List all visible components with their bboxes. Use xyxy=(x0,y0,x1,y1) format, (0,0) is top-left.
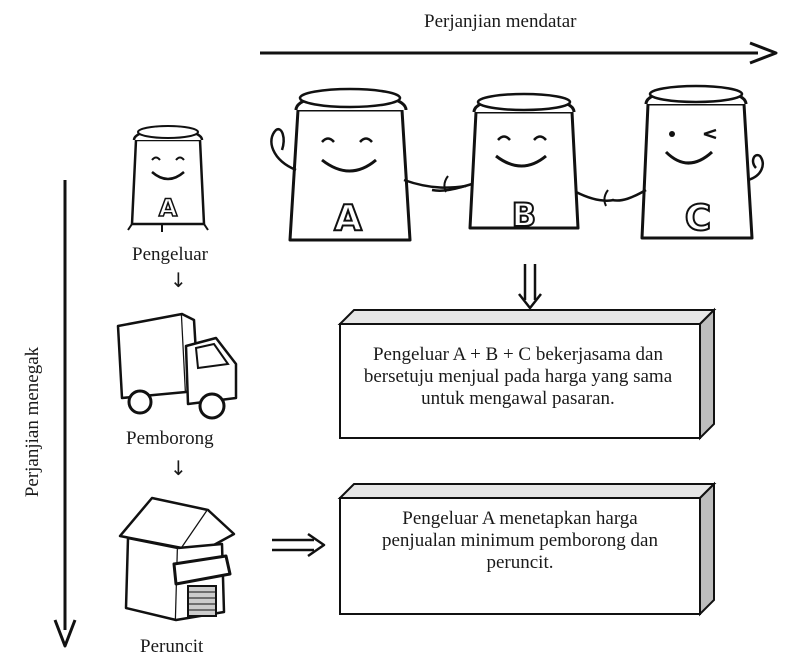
vertical-agreement-arrow xyxy=(53,180,77,648)
retailer-label: Peruncit xyxy=(140,636,204,657)
producer-label: Pengeluar xyxy=(132,244,208,265)
horizontal-agreement-box xyxy=(337,307,717,441)
producer-group-handshake-illustration: A B C xyxy=(270,84,764,242)
producer-letter: A xyxy=(159,194,178,222)
horizontal-agreement-label: Perjanjian mendatar xyxy=(424,11,577,32)
truck-icon xyxy=(116,312,238,420)
producer-character-icon: A xyxy=(127,125,209,232)
vertical-agreement-box xyxy=(337,481,717,617)
down-arrow-icon: ↓ xyxy=(170,268,187,292)
shop-icon xyxy=(118,496,236,622)
horizontal-agreement-arrow xyxy=(260,41,778,65)
character-a-letter: A xyxy=(334,198,362,239)
wholesaler-label: Pemborong xyxy=(126,428,214,449)
character-b-icon: B xyxy=(431,92,615,235)
vertical-agreement-text: Pengeluar A menetapkan harga penjualan m… xyxy=(382,508,658,573)
character-b-letter: B xyxy=(512,196,536,234)
down-arrow-icon: ↓ xyxy=(170,456,187,480)
double-right-arrow-icon xyxy=(272,532,326,558)
character-a-icon: A xyxy=(270,87,467,242)
character-c-icon: C xyxy=(611,84,764,240)
horizontal-agreement-text: Pengeluar A + B + C bekerjasama dan bers… xyxy=(363,344,673,409)
vertical-agreement-label: Perjanjian menegak xyxy=(22,346,43,498)
double-down-arrow-icon xyxy=(518,264,542,310)
character-c-letter: C xyxy=(685,198,711,239)
